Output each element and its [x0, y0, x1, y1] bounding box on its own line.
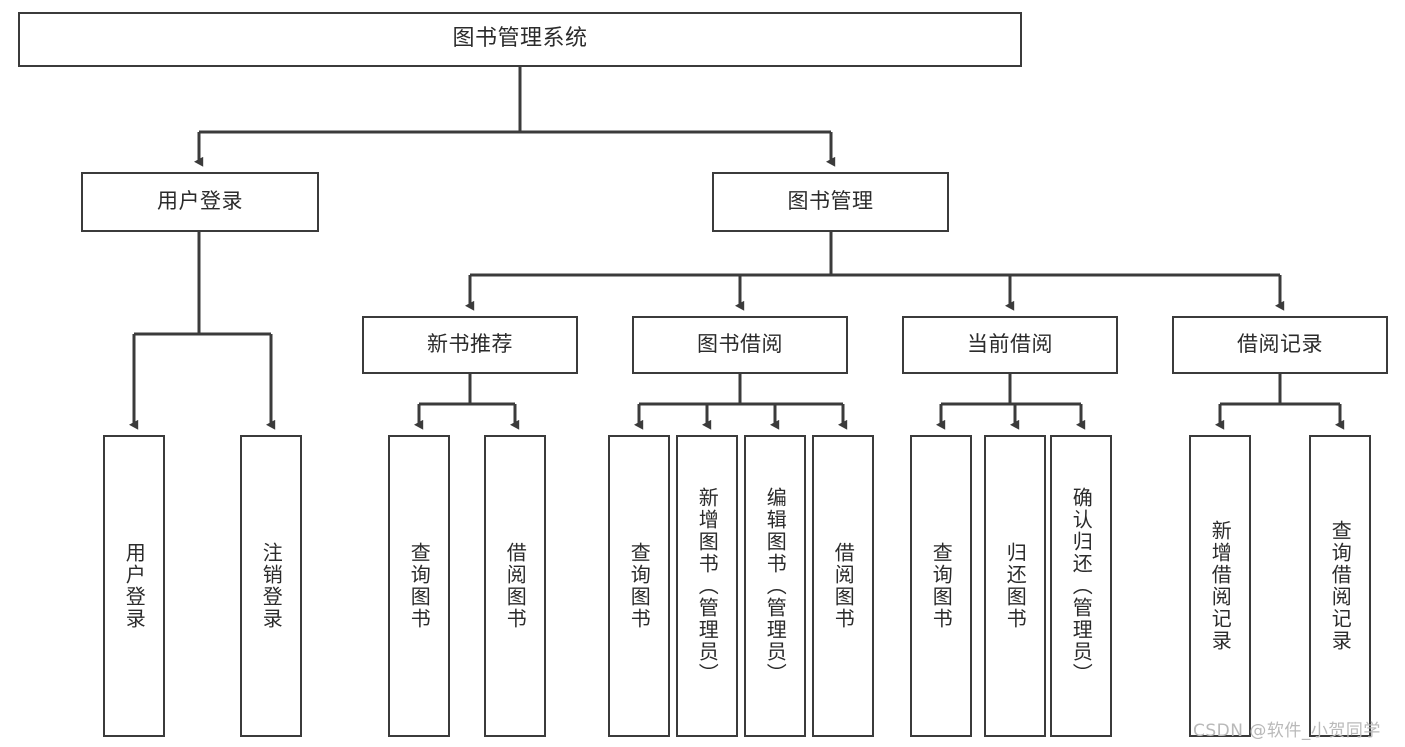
leaf-node[interactable]: 用户登录	[103, 435, 165, 737]
leaf-node[interactable]: 归还图书	[984, 435, 1046, 737]
leaf-node[interactable]: 查询图书	[608, 435, 670, 737]
node-level3-borrow-record-label: 借阅记录	[1237, 332, 1323, 357]
leaf-node-label: 查询图书	[407, 542, 432, 630]
leaf-node-label: 注销登录	[259, 542, 284, 630]
node-level3-borrow-record[interactable]: 借阅记录	[1172, 316, 1388, 374]
leaf-node-label: 新增图书（管理员）	[695, 487, 720, 685]
leaf-node-label: 确认归还（管理员）	[1069, 487, 1094, 685]
node-root[interactable]: 图书管理系统	[18, 12, 1022, 67]
node-level2-book-management[interactable]: 图书管理	[712, 172, 949, 232]
leaf-node-label: 借阅图书	[831, 542, 856, 630]
leaf-node-label: 用户登录	[122, 542, 147, 630]
node-level2-user-login[interactable]: 用户登录	[81, 172, 319, 232]
leaf-node[interactable]: 新增图书（管理员）	[676, 435, 738, 737]
leaf-node[interactable]: 查询借阅记录	[1309, 435, 1371, 737]
leaf-node-label: 查询借阅记录	[1328, 520, 1353, 652]
node-level2-user-login-label: 用户登录	[157, 189, 243, 214]
leaf-node-label: 新增借阅记录	[1208, 520, 1233, 652]
leaf-node[interactable]: 查询图书	[910, 435, 972, 737]
leaf-node[interactable]: 编辑图书（管理员）	[744, 435, 806, 737]
node-level3-book-borrow[interactable]: 图书借阅	[632, 316, 848, 374]
node-level3-book-borrow-label: 图书借阅	[697, 332, 783, 357]
leaf-node-label: 查询图书	[929, 542, 954, 630]
leaf-node-label: 借阅图书	[503, 542, 528, 630]
csdn-watermark: CSDN @软件_小贺同学	[1193, 721, 1381, 741]
node-level3-current-borrow[interactable]: 当前借阅	[902, 316, 1118, 374]
leaf-node[interactable]: 确认归还（管理员）	[1050, 435, 1112, 737]
node-level3-new-book-recommend-label: 新书推荐	[427, 332, 513, 357]
leaf-node[interactable]: 注销登录	[240, 435, 302, 737]
node-level2-book-management-label: 图书管理	[787, 189, 874, 214]
node-root-label: 图书管理系统	[452, 26, 588, 52]
leaf-node[interactable]: 新增借阅记录	[1189, 435, 1251, 737]
node-level3-current-borrow-label: 当前借阅	[967, 332, 1053, 357]
leaf-node-label: 归还图书	[1003, 542, 1028, 630]
leaf-node[interactable]: 查询图书	[388, 435, 450, 737]
leaf-node-label: 查询图书	[627, 542, 652, 630]
node-level3-new-book-recommend[interactable]: 新书推荐	[362, 316, 578, 374]
leaf-node-label: 编辑图书（管理员）	[763, 487, 788, 685]
leaf-node[interactable]: 借阅图书	[812, 435, 874, 737]
leaf-node[interactable]: 借阅图书	[484, 435, 546, 737]
